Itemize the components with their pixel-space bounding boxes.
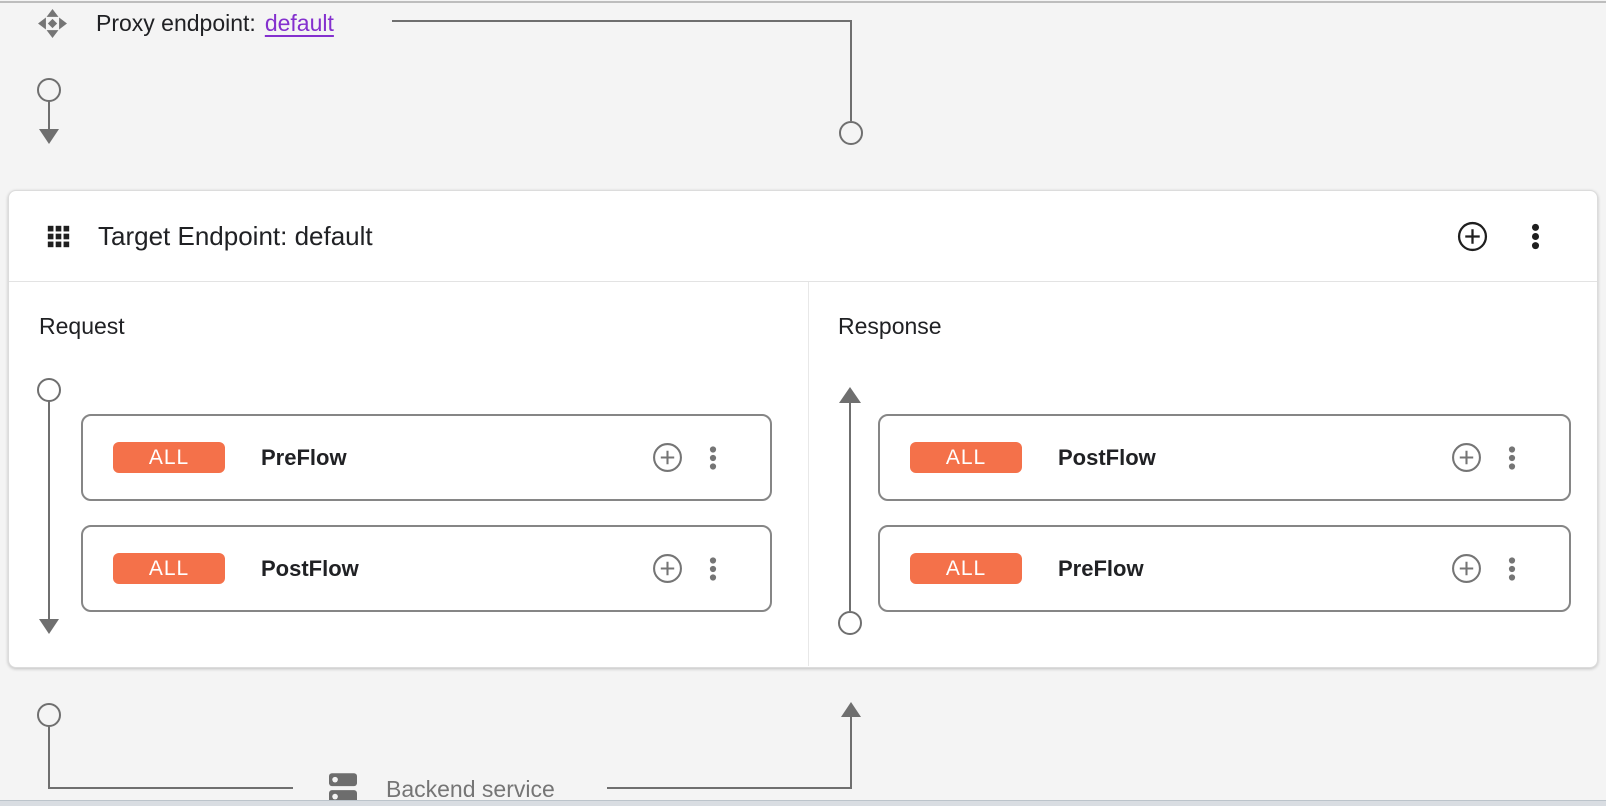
flow-name: PostFlow	[261, 555, 359, 581]
flow-menu-button[interactable]	[700, 556, 726, 582]
target-endpoint-header: Target Endpoint: default	[9, 191, 1597, 282]
plus-circle-icon	[653, 443, 682, 472]
flow-name: PreFlow	[261, 444, 347, 470]
flow-row-actions	[652, 442, 726, 473]
target-endpoint-panel: Target Endpoint: default Request Respons…	[8, 190, 1598, 668]
add-button[interactable]	[1457, 221, 1488, 252]
backend-return-arrow-icon	[841, 702, 861, 717]
inbound-start-circle	[37, 78, 61, 102]
flow-name: PostFlow	[1058, 444, 1156, 470]
server-icon	[329, 773, 357, 803]
outbound-start-circle	[37, 703, 61, 727]
flow-menu-button[interactable]	[1499, 556, 1525, 582]
plus-circle-icon	[1452, 443, 1481, 472]
top-divider	[0, 1, 1606, 3]
plus-circle-icon	[653, 554, 682, 583]
flow-row-response-preflow[interactable]: ALL PreFlow	[878, 525, 1571, 612]
flow-row-response-postflow[interactable]: ALL PostFlow	[878, 414, 1571, 501]
plus-circle-icon	[1452, 554, 1481, 583]
condition-badge: ALL	[910, 442, 1022, 473]
kebab-menu-icon	[1531, 223, 1540, 249]
kebab-menu-icon	[709, 445, 717, 470]
flow-row-request-postflow[interactable]: ALL PostFlow	[81, 525, 772, 612]
panel-title: Target Endpoint: default	[98, 220, 373, 251]
backend-return-line	[607, 717, 852, 789]
proxy-endpoint-label: Proxy endpoint:	[96, 10, 256, 36]
condition-badge: ALL	[910, 553, 1022, 584]
flow-row-actions	[652, 553, 726, 584]
proxy-endpoint-row: Proxy endpoint: default	[37, 8, 334, 39]
apps-grid-icon	[47, 225, 70, 247]
add-step-button[interactable]	[652, 553, 683, 584]
flow-menu-button[interactable]	[700, 445, 726, 471]
flow-menu-button[interactable]	[1499, 445, 1525, 471]
add-step-button[interactable]	[1451, 442, 1482, 473]
flow-row-request-preflow[interactable]: ALL PreFlow	[81, 414, 772, 501]
response-column-label: Response	[838, 313, 942, 339]
proxy-endpoint-icon	[38, 9, 67, 38]
flow-name: PreFlow	[1058, 555, 1144, 581]
outbound-line	[48, 726, 293, 789]
inbound-arrow-icon	[39, 129, 59, 144]
kebab-menu-icon	[1508, 445, 1516, 470]
bottom-edge-strip	[0, 800, 1606, 806]
backend-service: Backend service	[329, 773, 555, 805]
plus-circle-icon	[1457, 221, 1488, 251]
backend-service-label: Backend service	[386, 776, 555, 802]
proxy-connector-end-circle	[839, 121, 863, 145]
condition-badge: ALL	[113, 442, 225, 473]
kebab-menu-icon	[1508, 556, 1516, 581]
request-response-divider	[808, 282, 809, 666]
condition-badge: ALL	[113, 553, 225, 584]
proxy-endpoint-link[interactable]: default	[264, 10, 334, 36]
add-step-button[interactable]	[652, 442, 683, 473]
flow-row-actions	[1451, 553, 1525, 584]
more-options-button[interactable]	[1522, 223, 1549, 250]
add-step-button[interactable]	[1451, 553, 1482, 584]
flow-row-actions	[1451, 442, 1525, 473]
request-column-label: Request	[39, 313, 125, 339]
proxy-connector-line	[392, 20, 852, 121]
header-actions	[1457, 221, 1549, 252]
kebab-menu-icon	[709, 556, 717, 581]
